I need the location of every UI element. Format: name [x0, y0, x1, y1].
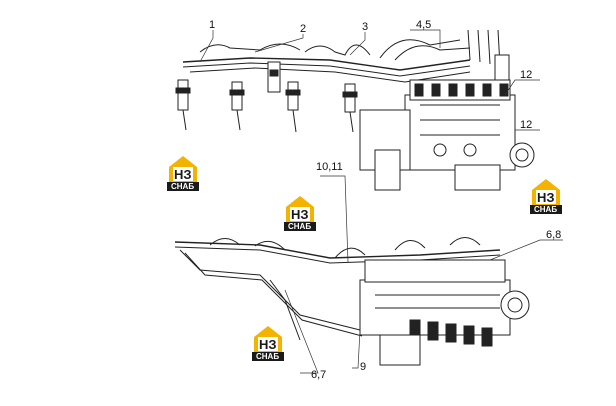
injector-3 [285, 81, 301, 133]
lower-assembly [174, 237, 530, 366]
watermark-logo-4: НЗ СНАБ [252, 326, 284, 361]
injector-1 [175, 79, 191, 131]
injector-2 [229, 81, 245, 131]
callout-3: 3 [362, 21, 368, 33]
injection-pump-upper [359, 29, 535, 191]
logo-mark-text: НЗ [259, 337, 277, 352]
logo-mark-text: НЗ [174, 167, 192, 182]
callout-6-7: 6,7 [311, 369, 326, 381]
injection-pump-lower [359, 259, 530, 366]
logo-caption: СНАБ [256, 352, 279, 361]
callout-10-11: 10,11 [316, 161, 343, 173]
upper-assembly [175, 29, 535, 191]
watermark-logo-1: НЗ СНАБ [167, 156, 199, 191]
callout-9: 9 [360, 361, 366, 373]
callout-1: 1 [209, 19, 215, 31]
logo-caption: СНАБ [171, 182, 194, 191]
callout-6-8: 6,8 [546, 229, 561, 241]
injector-holder [267, 61, 281, 93]
callout-labels: 1 2 3 4,5 12 12 10,11 6,8 6,7 9 [209, 19, 561, 381]
callout-2: 2 [300, 23, 306, 35]
callout-12-bottom: 12 [520, 119, 532, 131]
logo-mark-text: НЗ [537, 190, 555, 205]
injector-4 [342, 83, 358, 133]
watermark-logo-3: НЗ СНАБ [530, 179, 562, 214]
logo-mark-text: НЗ [291, 207, 309, 222]
callout-4-5: 4,5 [416, 19, 431, 31]
leader-lines [199, 29, 563, 374]
callout-12-top: 12 [520, 69, 532, 81]
logo-caption: СНАБ [534, 205, 557, 214]
logo-caption: СНАБ [288, 222, 311, 231]
watermark-logo-2: НЗ СНАБ [284, 196, 316, 231]
